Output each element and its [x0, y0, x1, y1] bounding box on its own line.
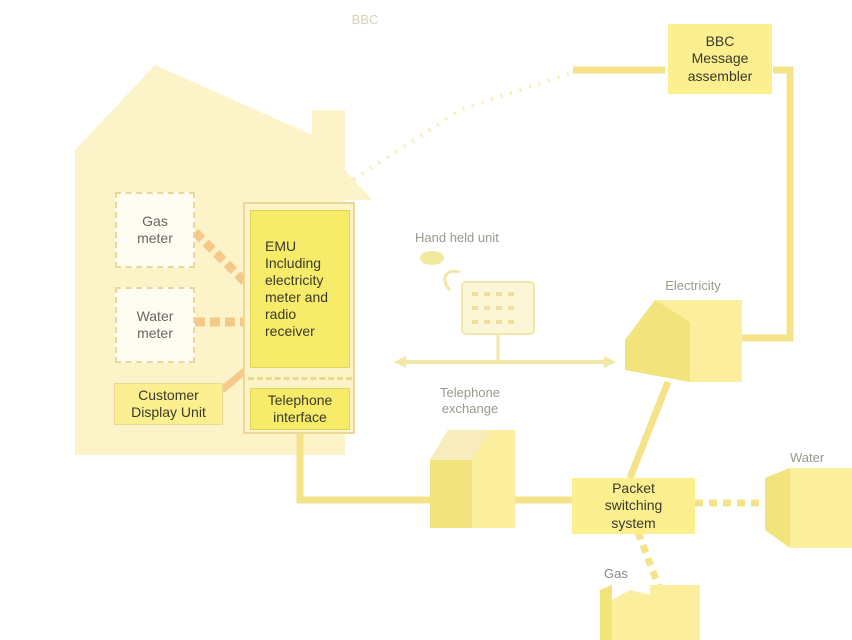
telephone-interface-box: Telephone interface: [250, 388, 350, 430]
water-label: Water: [790, 450, 825, 465]
customer-display-unit-label: Customer Display Unit: [131, 386, 206, 420]
bbc-top-label: BBC: [351, 12, 379, 27]
gas-label: Gas: [604, 566, 628, 581]
bbc-message-assembler-label: BBC Message assembler: [687, 33, 753, 84]
packet-switching-system-box: Packet switching system: [572, 478, 695, 534]
water-building-icon: [765, 468, 852, 548]
telephone-exchange-building-icon: [430, 430, 515, 528]
gas-meter-box: Gas meter: [115, 192, 195, 268]
emu-box: EMU Including electricity meter and radi…: [250, 210, 350, 368]
electricity-label: Electricity: [665, 278, 721, 293]
emu-divider: [248, 377, 352, 380]
customer-display-unit-box: Customer Display Unit: [114, 383, 223, 425]
electricity-building-icon: [625, 300, 742, 382]
gas-building-icon: [600, 585, 700, 640]
emu-label: EMU Including electricity meter and radi…: [265, 237, 329, 340]
hand-held-unit-icon: [394, 251, 616, 368]
gas-meter-label: Gas meter: [137, 212, 173, 246]
packet-to-electricity-line: [626, 380, 672, 480]
telephone-exchange-label: Telephone exchange: [440, 385, 500, 416]
bbc-message-assembler-box: BBC Message assembler: [668, 24, 772, 94]
packet-to-gas-line: [634, 530, 664, 592]
telephone-interface-label: Telephone interface: [267, 391, 333, 425]
water-meter-label: Water meter: [136, 307, 174, 341]
gas-to-emu-link: [191, 228, 252, 289]
radio-link-line: [343, 68, 665, 187]
assembler-to-electricity-line: [742, 66, 794, 342]
packet-switching-system-label: Packet switching system: [604, 480, 663, 531]
hand-held-unit-label: Hand held unit: [415, 230, 499, 245]
water-meter-box: Water meter: [115, 287, 195, 363]
